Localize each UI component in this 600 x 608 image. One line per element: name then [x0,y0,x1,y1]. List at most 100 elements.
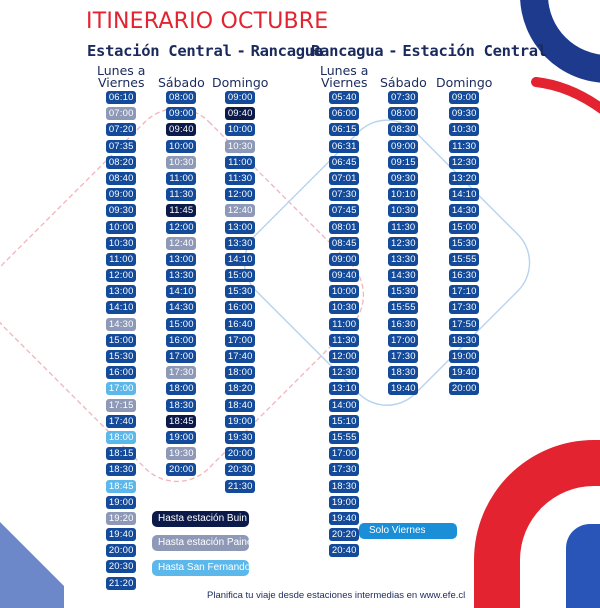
top-right-blue-arc [520,0,600,83]
departure-time: 11:30 [166,188,197,202]
departure-time: 09:00 [449,91,480,104]
departure-time: 11:30 [329,333,360,347]
departure-time: 07:30 [329,188,360,202]
departure-time: 15:30 [225,285,256,299]
departure-time: 11:30 [225,171,256,185]
departure-time: 17:00 [329,447,360,461]
departure-time: 11:30 [449,139,480,153]
route-origin: Rancagua [311,42,384,60]
departure-time: 12:00 [166,220,197,234]
departure-time: 11:45 [166,204,197,218]
legend-buin: Hasta estación Buin [152,511,249,527]
departure-time: 17:15 [106,398,137,412]
departure-time: 11:00 [106,252,137,266]
departure-time: 08:00 [166,91,197,104]
departure-time: 14:10 [166,285,197,299]
departure-time: 19:00 [106,495,137,509]
route-header-rancagua-estacion: Rancagua-Estación Central [311,42,547,60]
route-destination: Rancagua [250,42,324,60]
departure-time: 09:15 [388,155,419,169]
departure-time: 19:00 [166,430,197,444]
column-header: Sábado [380,75,427,90]
departure-time: 16:40 [225,317,256,331]
departure-time: 20:00 [166,463,197,477]
departure-time: 09:30 [388,171,419,185]
departure-time: 17:30 [329,463,360,477]
departure-time: 15:30 [449,236,480,250]
departure-time: 09:00 [106,188,137,202]
departure-time: 12:00 [225,188,256,202]
departure-time: 07:45 [329,204,360,218]
page-title: ITINERARIO OCTUBRE [86,9,329,34]
departure-time: 21:20 [106,576,137,590]
departure-time: 15:00 [225,269,256,283]
departure-time: 12:00 [329,350,360,363]
departure-time: 10:10 [388,188,419,202]
departure-time: 17:00 [388,333,419,347]
top-right-red-curve [531,77,600,114]
departure-time: 14:10 [449,188,480,202]
departure-time: 15:30 [106,350,137,363]
departure-time: 19:40 [449,366,480,380]
departure-time: 20:00 [449,382,480,396]
departure-time: 13:30 [388,252,419,266]
departure-time: 11:00 [166,171,197,185]
departure-time: 10:30 [388,204,419,218]
departure-time: 20:30 [106,560,137,574]
column-header: Lunes a Viernes [97,63,146,90]
departure-time: 17:10 [449,285,480,299]
departure-time: 13:10 [329,382,360,396]
departure-time: 06:00 [329,107,360,121]
departure-time: 15:10 [329,414,360,428]
column-header: Domingo [436,75,493,90]
departure-time: 07:35 [106,139,137,153]
column-header: Domingo [212,75,269,90]
departure-time: 19:00 [225,414,256,428]
departure-time: 09:30 [449,107,480,121]
departure-time: 18:30 [388,366,419,380]
footer-note: Planifica tu viaje desde estaciones inte… [207,590,466,601]
departure-time: 10:30 [329,301,360,315]
route-separator: - [388,42,398,60]
departure-time: 14:30 [388,269,419,283]
departure-time: 17:30 [166,366,197,380]
bottom-right-red-arch [474,440,600,608]
departure-time: 08:20 [106,155,137,169]
departure-time: 09:00 [225,91,256,104]
departure-time: 09:00 [166,107,197,121]
departure-time: 10:30 [225,139,256,153]
departure-time: 15:30 [388,285,419,299]
departure-time: 12:40 [166,236,197,250]
column-header: Lunes a Viernes [320,63,369,90]
departure-time: 19:20 [106,511,137,525]
column-sunday-outbound: Domingo 09:00 09:40 10:00 10:30 11:00 11:30 12… [212,63,268,496]
departure-time: 21:30 [225,479,256,493]
departure-time: 11:00 [225,155,256,169]
departure-time: 09:00 [329,252,360,266]
departure-time: 13:00 [106,285,137,299]
departure-time: 10:00 [166,139,197,153]
departure-time: 17:30 [388,350,419,363]
departure-time: 08:00 [388,107,419,121]
departure-time: 08:01 [329,220,360,234]
departure-time: 09:00 [388,139,419,153]
departure-time: 10:00 [225,123,256,137]
departure-time: 16:30 [388,317,419,331]
departure-time: 09:40 [225,107,256,121]
departure-time: 20:30 [225,463,256,477]
departure-time: 10:00 [329,285,360,299]
departure-time: 07:30 [388,91,419,104]
departure-time: 14:30 [166,301,197,315]
departure-time: 05:40 [329,91,360,104]
departure-time: 19:40 [388,382,419,396]
departure-time: 08:40 [106,171,137,185]
route-header-estacion-rancagua: Estación Central-Rancagua [87,42,323,60]
